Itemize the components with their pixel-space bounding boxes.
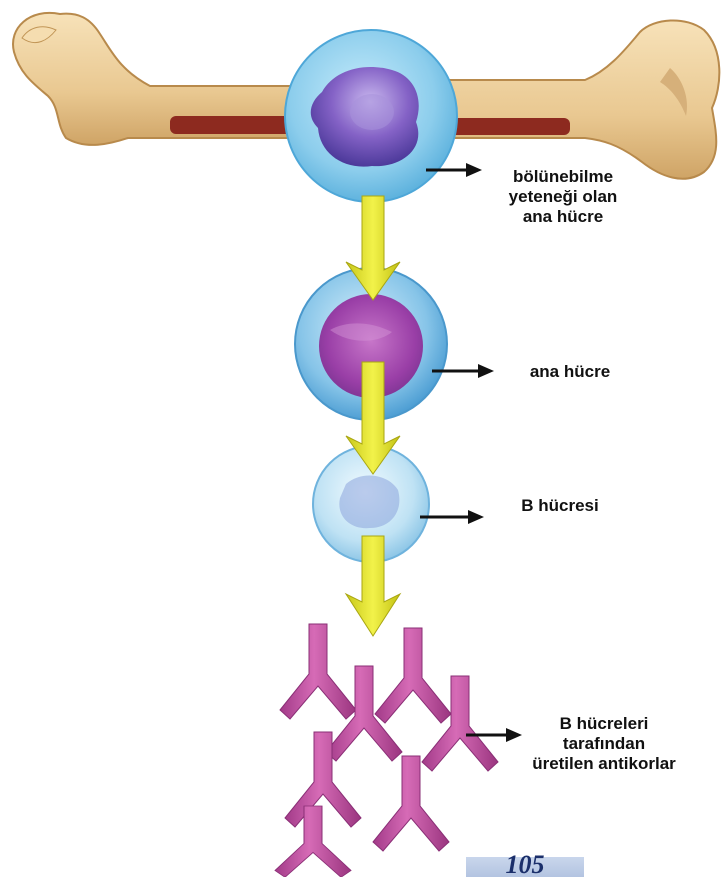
- antibodies-label-line: B hücreleri: [504, 714, 704, 734]
- antibody-icon: [373, 756, 449, 851]
- antibodies-label-line: tarafından: [504, 734, 704, 754]
- antibody-icon: [375, 628, 451, 723]
- progenitor-cell-label-line: ana hücre: [510, 362, 630, 382]
- stem-cell-label-line: yeteneği olan: [478, 187, 648, 207]
- antibody-icon: [285, 732, 361, 827]
- b-cell-label: B hücresi: [500, 496, 620, 516]
- antibodies-label: B hücreleri tarafından üretilen antikorl…: [504, 714, 704, 774]
- antibody-icon: [280, 624, 356, 719]
- stem-cell-label-line: ana hücre: [478, 207, 648, 227]
- b-cell-label-line: B hücresi: [500, 496, 620, 516]
- black-pointer-arrow-icon: [420, 510, 484, 524]
- antibody-icon: [422, 676, 498, 771]
- stem-cell-label: bölünebilme yeteneği olan ana hücre: [478, 167, 648, 227]
- stem-cell-icon: [285, 30, 457, 202]
- progenitor-cell-label: ana hücre: [510, 362, 630, 382]
- page-number: 105: [466, 850, 584, 880]
- stem-cell-label-line: bölünebilme: [478, 167, 648, 187]
- antibodies-label-line: üretilen antikorlar: [504, 754, 704, 774]
